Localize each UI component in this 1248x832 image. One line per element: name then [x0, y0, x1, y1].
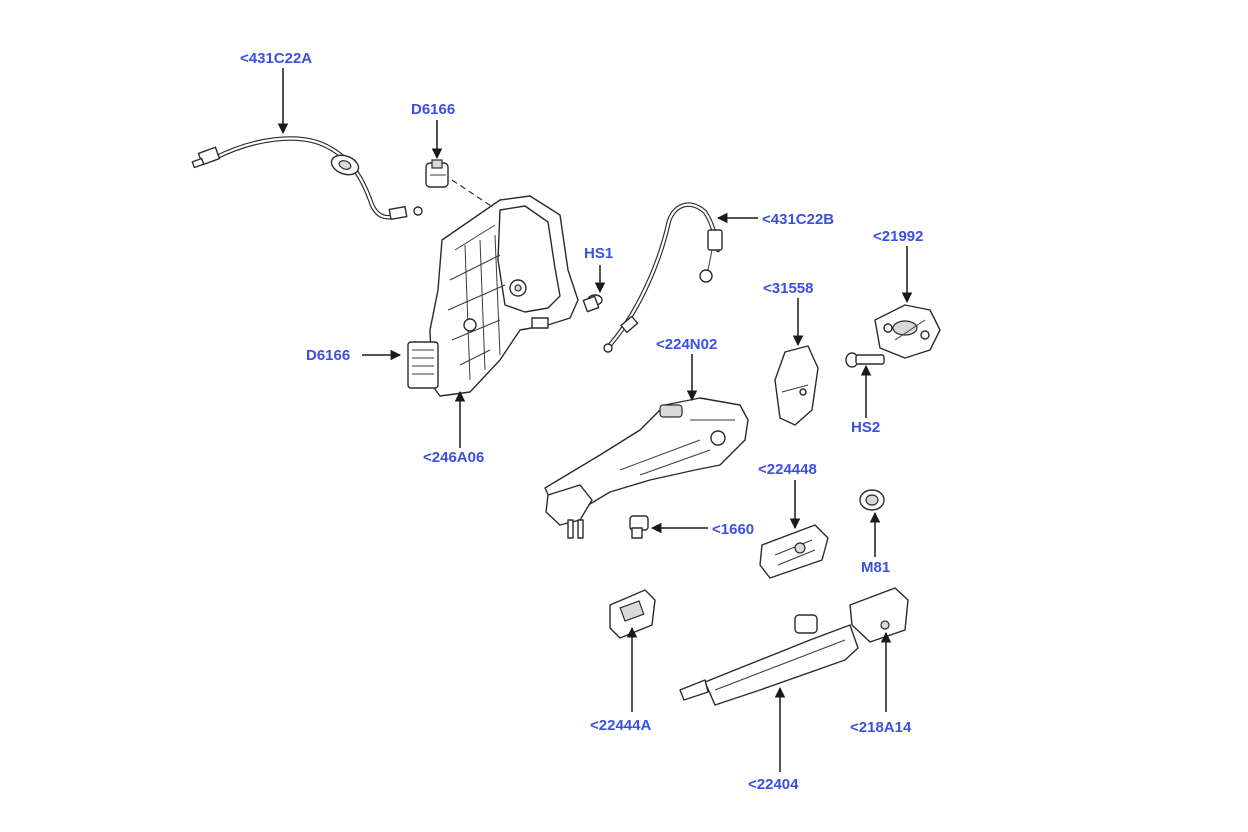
callout-431C22B[interactable]: <431C22B: [762, 211, 835, 228]
callout-31558[interactable]: <31558: [763, 280, 814, 297]
striker-21992: [874, 304, 941, 359]
callout-22404[interactable]: <22404: [748, 776, 799, 793]
cable-431C22A: [191, 136, 423, 221]
callout-D6166-side[interactable]: D6166: [306, 347, 351, 364]
callout-218A14[interactable]: <218A14: [850, 719, 912, 736]
grommet-M81: [859, 489, 885, 511]
cap-218A14: [849, 587, 909, 643]
door-latch-246A06: [407, 195, 579, 397]
bolt-HS2: [845, 352, 885, 368]
screw-HS1: [582, 294, 603, 313]
callout-224N02[interactable]: <224N02: [656, 336, 718, 353]
clip-1660: [629, 515, 649, 539]
connector-D6166-top: [425, 159, 501, 213]
callout-HS1[interactable]: HS1: [584, 245, 614, 262]
callout-224448[interactable]: <224448: [758, 461, 817, 478]
callout-431C22A[interactable]: <431C22A: [240, 50, 313, 67]
callout-21992[interactable]: <21992: [873, 228, 924, 245]
handle-22404: [679, 614, 859, 706]
cable-431C22B: [603, 202, 723, 353]
callout-246A06[interactable]: <246A06: [423, 449, 485, 466]
leader-lines: [277, 68, 913, 772]
callout-22444A[interactable]: <22444A: [590, 717, 652, 734]
callout-M81[interactable]: M81: [861, 559, 891, 576]
handle-frame-224N02: [544, 397, 749, 539]
callout-HS2[interactable]: HS2: [851, 419, 881, 436]
cover-31558: [774, 345, 819, 426]
callout-D6166-top[interactable]: D6166: [411, 101, 456, 118]
gasket-224448: [759, 524, 829, 579]
gasket-22444A: [609, 589, 656, 639]
callout-1660[interactable]: <1660: [712, 521, 755, 538]
